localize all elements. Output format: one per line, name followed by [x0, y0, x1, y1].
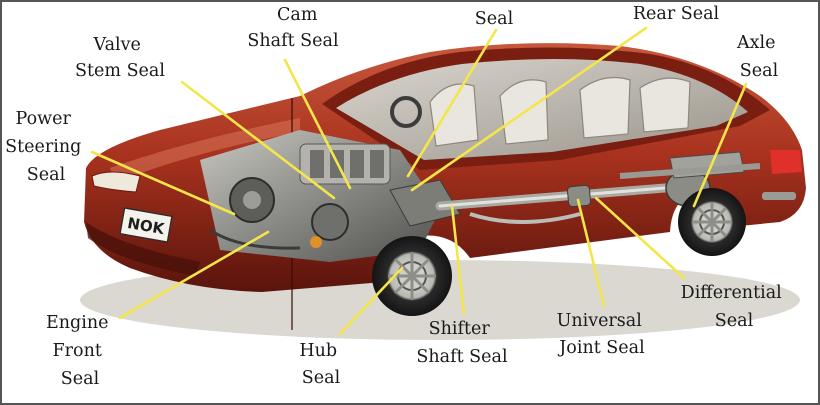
label-seal: Seal [475, 9, 514, 29]
leader-universal-joint-seal [576, 198, 606, 308]
leader-valve-stem-seal [180, 80, 336, 200]
leader-shifter-shaft-seal [450, 204, 466, 316]
leader-axle-seal [692, 82, 748, 208]
exhaust-pipe [762, 192, 796, 200]
leader-cam-shaft-seal [283, 58, 352, 190]
leader-lines [90, 26, 748, 336]
rear-wheel [678, 188, 746, 256]
front-wheel [372, 236, 452, 316]
leader-engine-front-seal [118, 230, 270, 320]
label-hub-seal: Hub Seal [299, 341, 342, 388]
hood-highlight [110, 118, 300, 182]
front-bumper [86, 222, 200, 276]
leader-rear-seal [410, 26, 648, 192]
label-valve-stem-seal: Valve Stem Seal [75, 35, 165, 81]
label-universal-joint-seal: Universal Joint Seal [557, 311, 648, 358]
seats [429, 77, 691, 147]
leader-power-steering-seal [90, 150, 236, 216]
label-differential-seal: Differential Seal [681, 283, 788, 331]
callout-labels: Cam Shaft Seal Seal Rear Seal Valve Stem… [5, 4, 788, 389]
leader-differential-seal [594, 196, 686, 280]
label-cam-shaft-seal: Cam Shaft Seal [247, 5, 339, 51]
label-engine-front-seal: Engine Front Seal [46, 313, 114, 389]
label-axle-seal: Axle Seal [736, 33, 781, 81]
tail-light [770, 150, 802, 174]
label-power-steering-seal: Power Steering Seal [5, 109, 87, 185]
label-shifter-shaft-seal: Shifter Shaft Seal [416, 319, 508, 367]
steering-wheel [390, 96, 422, 128]
drivetrain [435, 151, 761, 224]
license-plate [119, 207, 173, 243]
engine-assembly [200, 130, 461, 262]
label-rear-seal: Rear Seal [633, 4, 720, 24]
leader-seal [406, 28, 498, 178]
leader-hub-seal [338, 266, 404, 336]
headlight [91, 171, 141, 193]
